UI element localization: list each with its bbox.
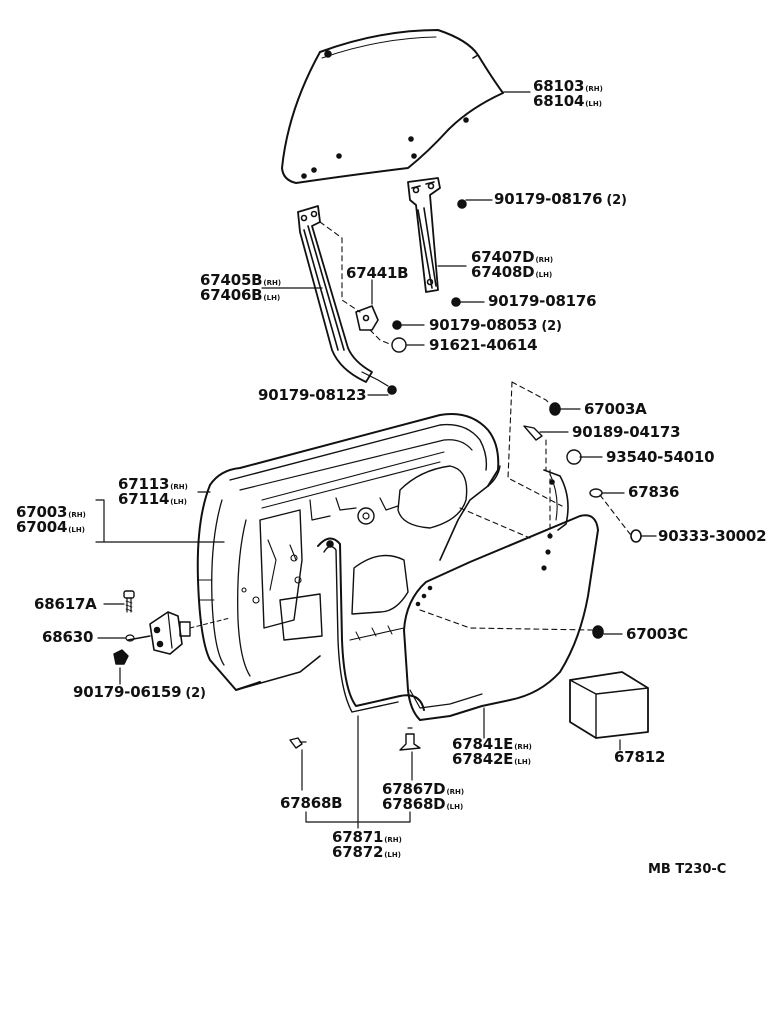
fasteners — [387, 199, 604, 639]
label-67004: 67004(LH) — [16, 518, 85, 536]
hinge-bolt — [123, 590, 135, 613]
label-67842E: 67842E(LH) — [452, 750, 531, 768]
label-67003A: 67003A — [584, 400, 647, 418]
label-68104: 68104(LH) — [533, 92, 602, 110]
diagram-reference-code: MB T230-C — [648, 862, 727, 877]
label-91621-40614: 91621-40614 — [429, 336, 538, 354]
hinge-nut — [113, 649, 129, 665]
label-90179-08176-a: 90179-08176(2) — [494, 190, 627, 209]
door-hinge — [125, 611, 231, 655]
label-67003: 67003(RH) — [16, 503, 86, 521]
label-90179-06159: 90179-06159(2) — [73, 683, 206, 702]
label-68630: 68630 — [42, 628, 94, 646]
label-90179-08176-b: 90179-08176 — [488, 292, 597, 310]
label-90179-08053: 90179-08053(2) — [429, 316, 562, 335]
label-67836: 67836 — [628, 483, 680, 501]
label-67841E: 67841E(RH) — [452, 735, 532, 753]
label-67868D: 67868D(LH) — [382, 795, 464, 813]
label-93540-54010: 93540-54010 — [606, 448, 715, 466]
door-shell — [196, 413, 501, 691]
label-67408D: 67408D(LH) — [471, 263, 553, 281]
label-67406B: 67406B(LH) — [200, 286, 281, 304]
door-glass — [281, 29, 504, 184]
door-weatherstrip — [317, 537, 425, 713]
bracket — [355, 305, 379, 331]
label-68103: 68103(RH) — [533, 77, 603, 95]
label-68617A: 68617A — [34, 595, 97, 613]
label-67407D: 67407D(RH) — [471, 248, 554, 266]
label-90333-30002: 90333-30002 — [658, 527, 767, 545]
label-67812: 67812 — [614, 748, 666, 766]
glass-run-channel-front — [297, 205, 373, 383]
label-90189-04173: 90189-04173 — [572, 423, 681, 441]
label-67114: 67114(LH) — [118, 490, 187, 508]
sound-pad — [569, 671, 649, 739]
label-67867D: 67867D(RH) — [382, 780, 465, 798]
label-67872: 67872(LH) — [332, 843, 401, 861]
label-67868B: 67868B — [280, 794, 343, 812]
trim-clips — [289, 727, 421, 751]
label-67113: 67113(RH) — [118, 475, 188, 493]
label-90179-08123: 90179-08123 — [258, 386, 367, 404]
label-67441B: 67441B — [346, 264, 409, 282]
door-trim-panel — [403, 514, 599, 721]
label-67871: 67871(RH) — [332, 828, 402, 846]
label-67405B: 67405B(RH) — [200, 271, 282, 289]
door-check — [543, 469, 569, 531]
glass-run-channel-rear — [407, 177, 441, 293]
label-67003C: 67003C — [626, 625, 688, 643]
leader-lines — [95, 91, 657, 829]
